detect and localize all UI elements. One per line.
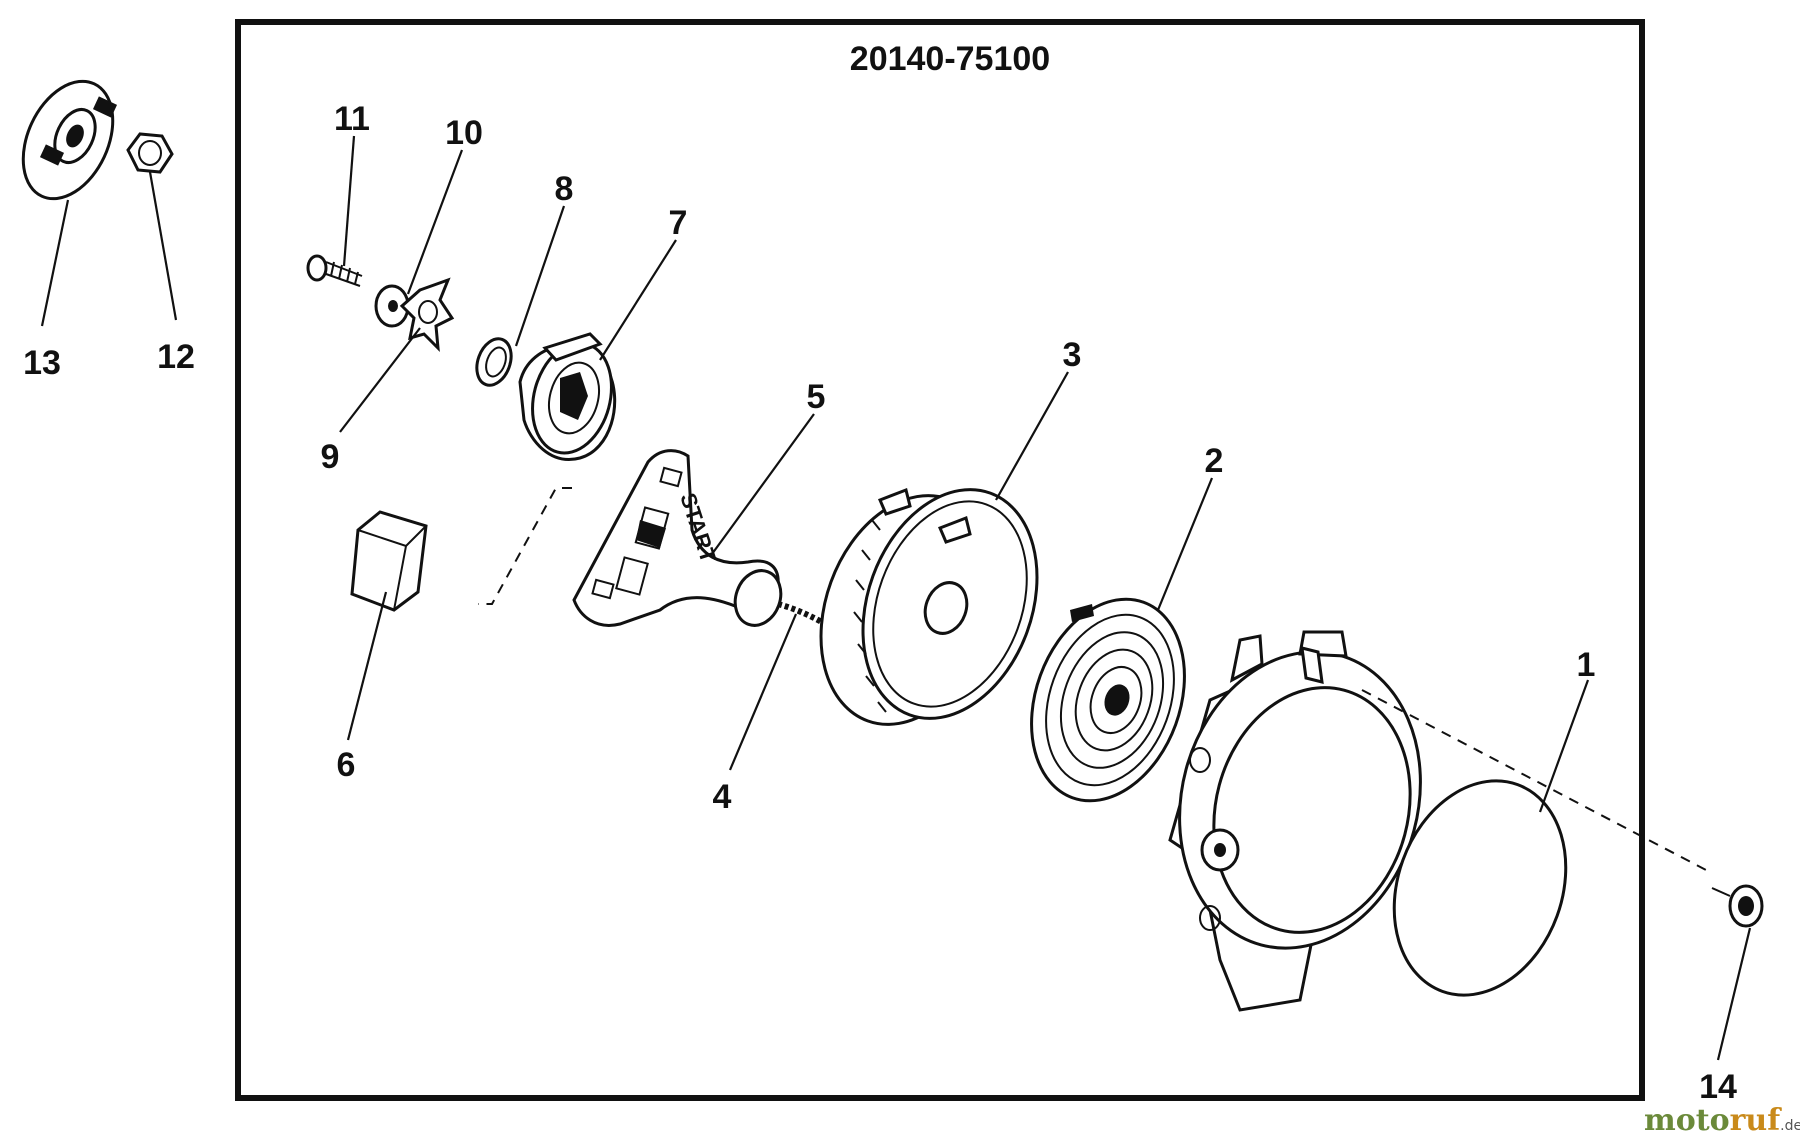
watermark-logo: motoruf.de xyxy=(1644,1103,1800,1138)
part-7-ratchet xyxy=(518,332,617,461)
assembly-dash-bracket xyxy=(478,487,572,605)
part-3-pulley xyxy=(819,487,1039,726)
part-9-pawl-plate xyxy=(399,277,455,352)
callout-8: 8 xyxy=(555,170,574,208)
svg-text:motoruf.de: motoruf.de xyxy=(1644,1103,1800,1138)
callout-9: 9 xyxy=(321,438,340,476)
leader-10 xyxy=(406,149,464,295)
callout-13: 13 xyxy=(23,344,61,382)
leader-9 xyxy=(339,327,421,433)
part-2-recoil-spring xyxy=(1030,597,1186,803)
leader-5 xyxy=(711,413,815,555)
part-14-bolt xyxy=(1711,884,1764,928)
leader-3 xyxy=(995,371,1069,501)
callout-4: 4 xyxy=(713,778,732,816)
callout-3: 3 xyxy=(1063,336,1082,374)
part-13-flange-disc xyxy=(21,79,118,201)
leader-13 xyxy=(40,199,70,327)
leader-12 xyxy=(148,171,178,321)
callout-1: 1 xyxy=(1577,646,1596,684)
leader-1 xyxy=(1538,679,1590,813)
watermark-part3: .de xyxy=(1780,1118,1800,1134)
diagram-frame xyxy=(235,19,1645,1101)
leader-8 xyxy=(514,205,566,347)
part-6-bushing xyxy=(350,510,428,612)
part-8-clip xyxy=(475,337,513,387)
part-5-starter-handle: START xyxy=(572,449,783,627)
leader-14 xyxy=(1716,927,1752,1061)
leader-2 xyxy=(1156,477,1214,611)
leader-6 xyxy=(346,591,388,741)
callout-2: 2 xyxy=(1205,442,1224,480)
diagram-title: 20140-75100 xyxy=(850,40,1050,78)
leader-11 xyxy=(342,135,356,267)
callout-5: 5 xyxy=(807,378,826,416)
watermark-part1: moto xyxy=(1644,1103,1730,1138)
callout-11: 11 xyxy=(334,100,370,138)
leader-7 xyxy=(599,239,677,361)
leader-4 xyxy=(728,613,798,771)
callout-10: 10 xyxy=(445,114,483,152)
watermark-part2: ruf xyxy=(1730,1103,1783,1138)
callout-6: 6 xyxy=(337,746,356,784)
part-12-nut xyxy=(126,132,174,174)
callout-14: 14 xyxy=(1699,1068,1737,1106)
callout-12: 12 xyxy=(157,338,195,376)
part-11-screw xyxy=(306,254,363,287)
part-1-gasket xyxy=(1392,779,1568,997)
callout-7: 7 xyxy=(669,204,688,242)
part-1-starter-housing xyxy=(1168,630,1422,1012)
